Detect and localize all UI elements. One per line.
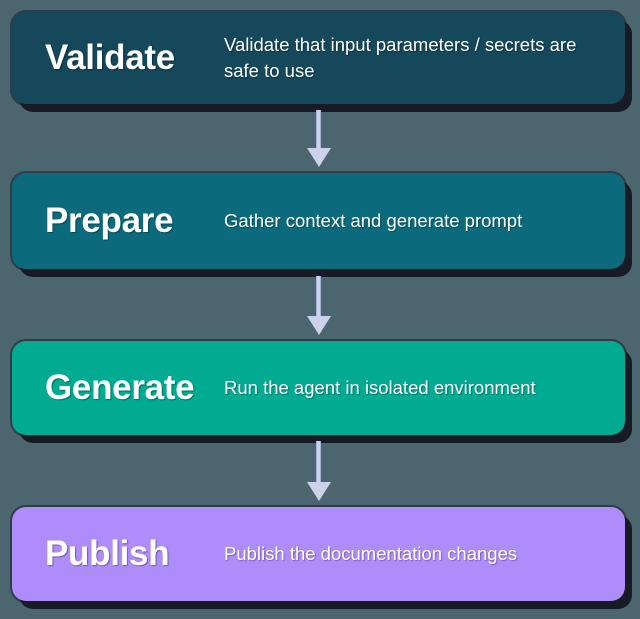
step-title: Generate	[45, 367, 195, 407]
arrow-head	[307, 148, 331, 167]
arrow-head	[307, 316, 331, 335]
down-arrow-icon	[307, 441, 331, 502]
arrow-shaft	[316, 441, 321, 484]
step-title: Publish	[45, 533, 170, 573]
step-description: Gather context and generate prompt	[224, 209, 523, 231]
down-arrow-icon	[307, 276, 331, 336]
step-description: Publish the documentation changes	[224, 542, 518, 564]
flow-step-generate[interactable]: Generate Run the agent in isolated envir…	[12, 341, 625, 435]
arrow-shaft	[316, 276, 321, 318]
step-description: Validate that input parameters / secrets…	[224, 33, 577, 81]
arrow-head	[307, 482, 331, 501]
arrow-shaft	[316, 110, 321, 150]
flow-step-validate[interactable]: Validate Validate that input parameters …	[12, 12, 625, 104]
down-arrow-icon	[307, 110, 331, 167]
step-title: Validate	[45, 37, 175, 77]
step-description: Run the agent in isolated environment	[224, 376, 536, 398]
flow-step-prepare[interactable]: Prepare Gather context and generate prom…	[12, 173, 625, 269]
flow-step-publish[interactable]: Publish Publish the documentation change…	[12, 507, 625, 601]
step-title: Prepare	[45, 200, 174, 240]
